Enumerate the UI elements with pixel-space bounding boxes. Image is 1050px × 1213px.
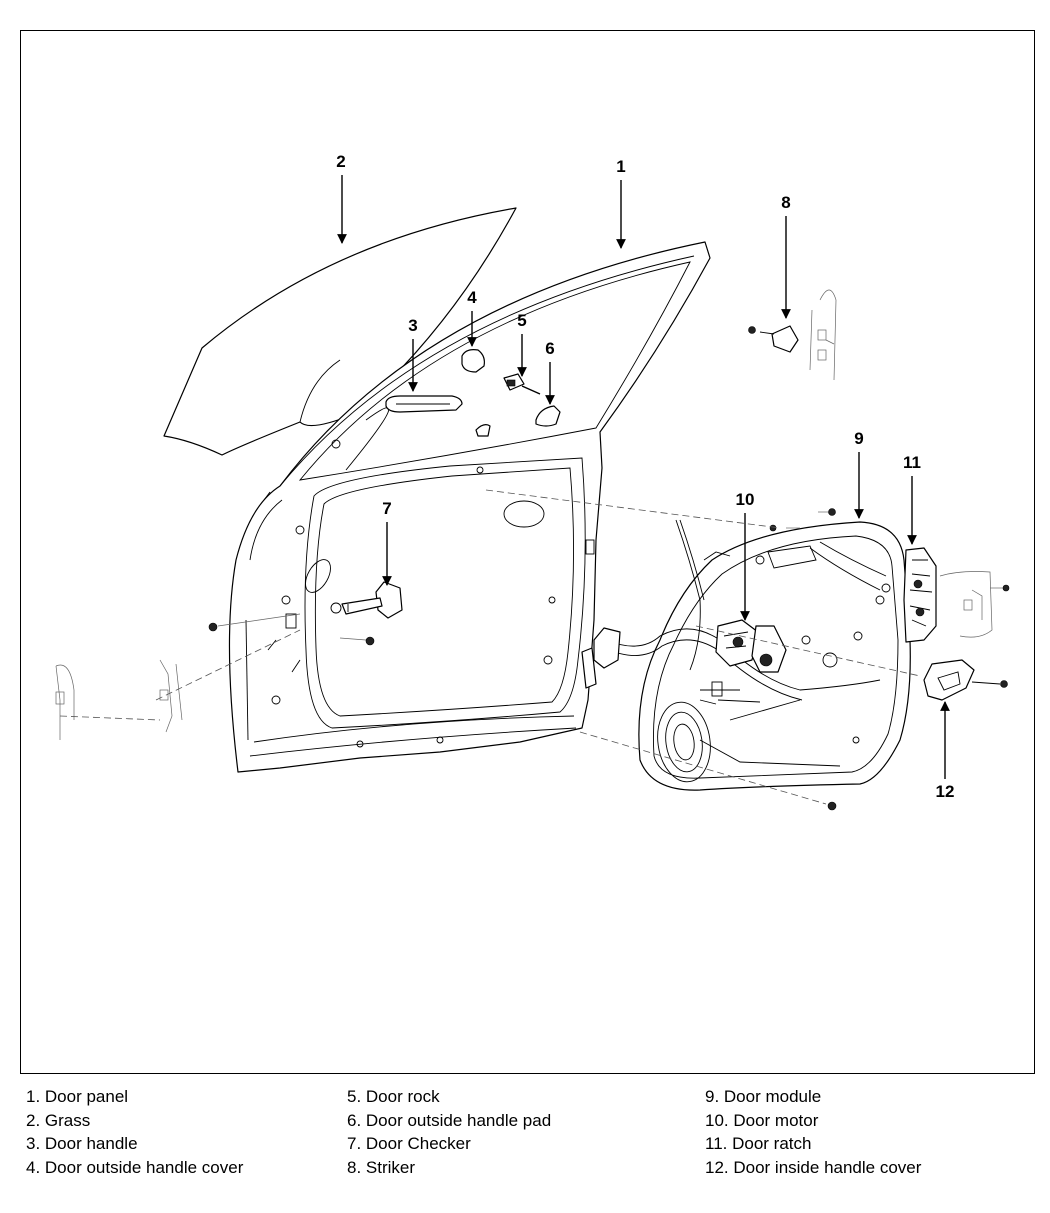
outside-handle-pad: [535, 405, 561, 427]
outside-handle-cover: [461, 349, 485, 373]
striker: [748, 325, 799, 353]
screw: [769, 508, 837, 811]
door-handle: [385, 395, 463, 413]
legend-item-5: 5. Door rock: [347, 1087, 440, 1106]
body-pillar-right: [809, 289, 837, 381]
callout-5: 5: [517, 311, 526, 330]
callout-7: 7: [382, 499, 391, 518]
door-panel: [228, 241, 711, 773]
door-latch: [903, 547, 937, 643]
leader-arrows: [337, 175, 950, 779]
callout-4: 4: [467, 288, 477, 307]
legend-item-7: 7. Door Checker: [347, 1134, 471, 1154]
legend-item-1: 1. Door panel: [26, 1087, 129, 1106]
assembly-guide-lines: [59, 489, 921, 805]
legend-item-12: 12. Door inside handle cover: [705, 1158, 922, 1178]
legend-item-6: 6. Door outside handle pad: [347, 1110, 552, 1130]
callout-11: 11: [903, 453, 921, 472]
legend-column-2: 5. Door rock 6. Door outside handle pad …: [347, 1085, 551, 1180]
door-lock: [503, 373, 541, 395]
legend-item-9: 9. Door module: [705, 1087, 822, 1106]
legend-item-4: 4. Door outside handle cover: [26, 1158, 244, 1178]
callout-12: 12: [936, 782, 955, 801]
legend-item-10: 10. Door motor: [705, 1110, 819, 1130]
callout-9: 9: [854, 429, 863, 448]
callout-1: 1: [616, 157, 625, 176]
callout-10: 10: [736, 490, 755, 509]
small-pad: [475, 424, 491, 437]
bolt: [208, 613, 375, 646]
legend-item-11: 11. Door ratch: [705, 1134, 812, 1154]
inside-handle-cover: [923, 659, 1008, 701]
legend-column-1: 1. Door panel 2. Grass 3. Door handle 4.…: [26, 1085, 243, 1180]
callout-2: 2: [336, 152, 345, 171]
callout-8: 8: [781, 193, 790, 212]
body-pillar-left: [55, 659, 183, 740]
legend-item-8: 8. Striker: [347, 1158, 416, 1178]
body-panel-right: [939, 571, 1010, 638]
callout-3: 3: [408, 316, 417, 335]
legend-item-2: 2. Grass: [26, 1110, 91, 1130]
legend-item-3: 3. Door handle: [26, 1134, 138, 1154]
callout-6: 6: [545, 339, 554, 358]
legend-column-3: 9. Door module 10. Door motor 11. Door r…: [705, 1085, 921, 1180]
door-motor: [715, 619, 787, 673]
exploded-door-diagram: 1 2 3 4 5 6 7 8 9 10 11 12: [55, 152, 1010, 811]
